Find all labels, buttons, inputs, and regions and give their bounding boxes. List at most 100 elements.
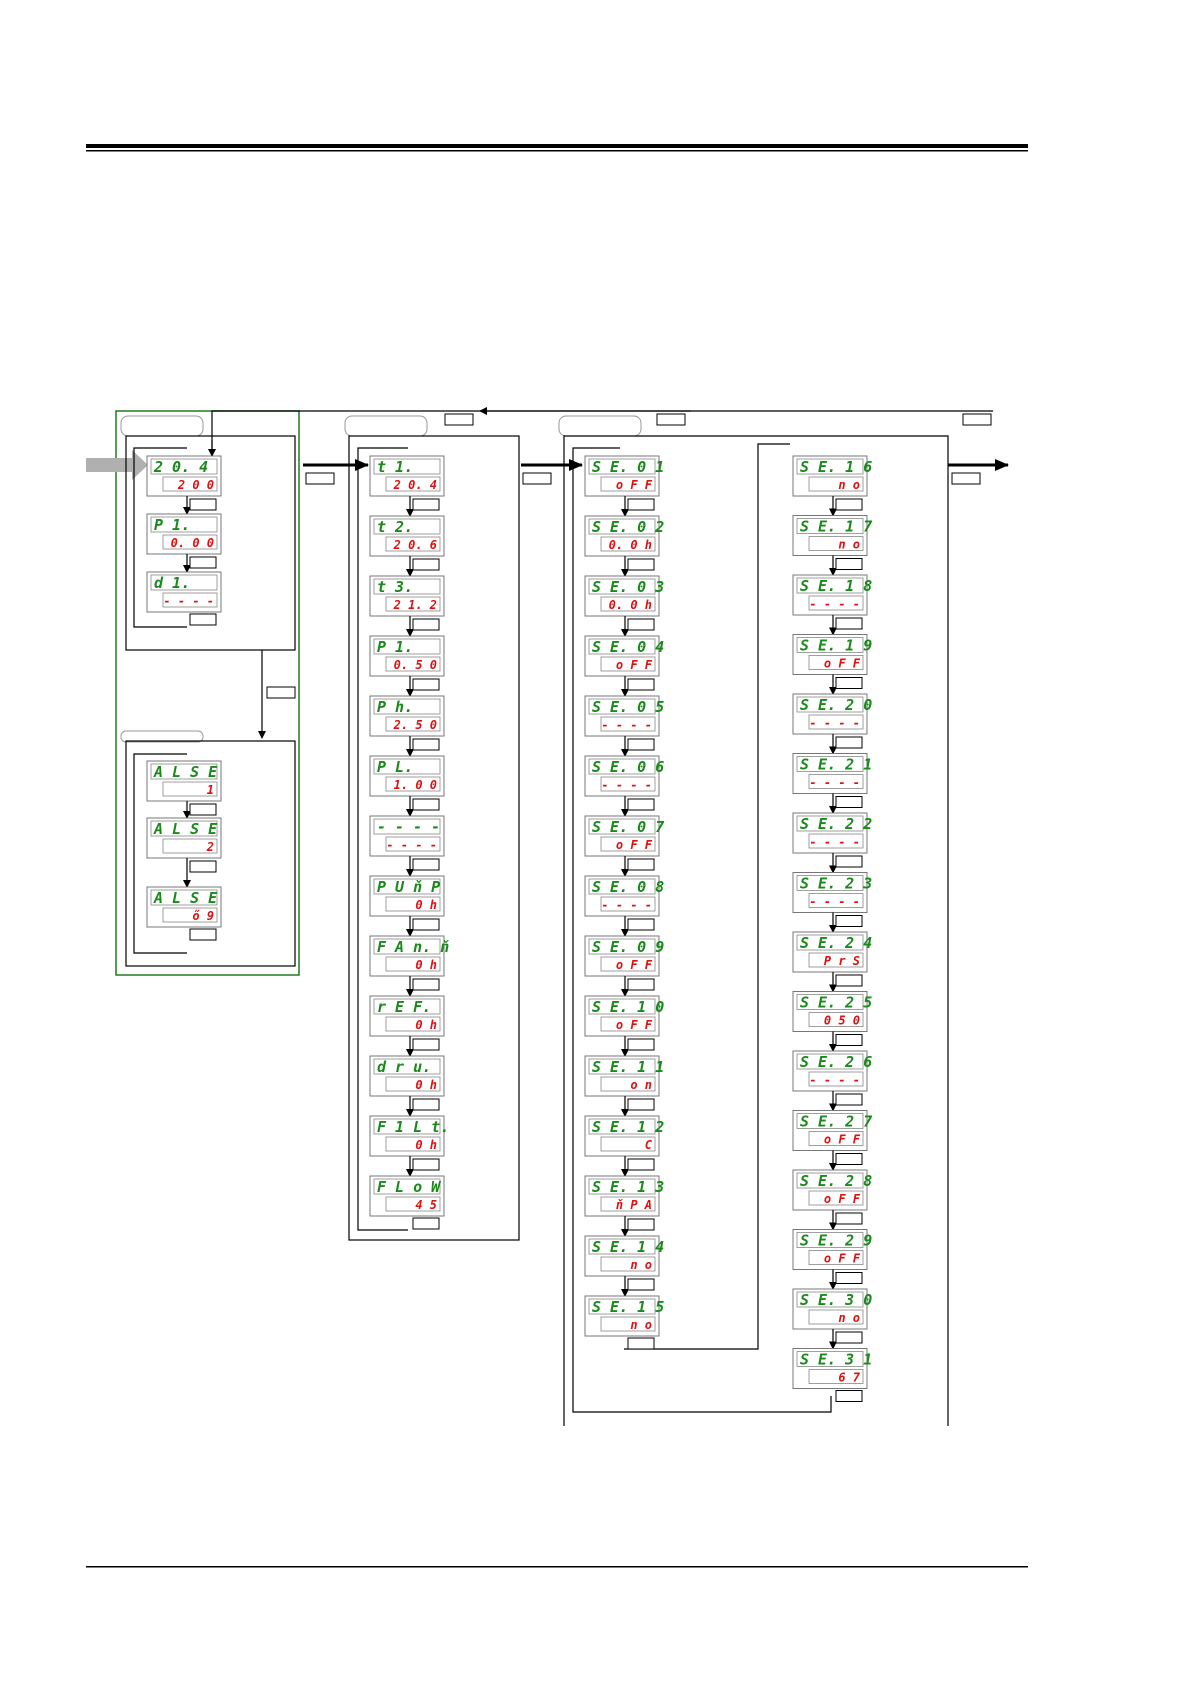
display-top-text: S E. 1 6 [800, 458, 872, 476]
display-top-window [588, 938, 656, 955]
display-panel: A L S Eő 9 [146, 886, 222, 941]
display-top-text: d 1. [154, 574, 190, 592]
display-bottom-text: - - - - [809, 716, 860, 730]
display-bottom-window [162, 476, 218, 492]
display-bottom-window [808, 952, 864, 968]
key-box [627, 798, 655, 811]
tab-label-b [120, 730, 204, 743]
display-bottom-window [808, 893, 864, 908]
display-top-text: S E. 2 1 [800, 756, 872, 774]
key-box [835, 1390, 863, 1402]
display-bottom-window [600, 536, 656, 552]
display-bottom-window [808, 1250, 864, 1265]
display-bottom-text: 4 5 [415, 1198, 437, 1212]
display-bottom-text: 0 h [415, 1018, 437, 1032]
display-top-text: S E. 1 3 [592, 1178, 664, 1196]
display-bottom-window [808, 536, 864, 551]
display-panel: S E. 1 8- - - - [792, 574, 872, 636]
display-top-text: S E. 0 2 [592, 518, 664, 536]
display-bottom-window [600, 716, 656, 732]
display-bottom-text: n o [838, 478, 860, 492]
display-bottom-text: 2 0. 6 [393, 538, 437, 552]
display-bottom-text: ň P A [616, 1198, 652, 1212]
key-box [412, 678, 440, 691]
display-top-text: S E. 2 3 [800, 875, 872, 893]
display-bottom-window [385, 836, 441, 852]
group-e-displays: S E. 1 6n oS E. 1 7n oS E. 1 8- - - -S E… [792, 455, 872, 1402]
key-box [835, 915, 863, 927]
display-top-text: t 2. [377, 518, 413, 536]
display-top-window [150, 889, 218, 906]
display-bottom-window [808, 595, 864, 611]
display-panel: S E. 0 30. 0 h [584, 575, 664, 637]
display-top-text: A L S E [153, 889, 218, 907]
display-top-text: S E. 0 1 [592, 458, 664, 476]
display-top-text: S E. 0 4 [592, 638, 664, 656]
display-top-text: S E. 3 0 [800, 1291, 872, 1309]
display-bottom-text: o F F [824, 657, 861, 671]
key-box [627, 1337, 655, 1350]
display-bottom-text: 2 [206, 840, 214, 854]
display-top-text: S E. 0 7 [592, 818, 664, 836]
display-top-window [796, 994, 864, 1010]
key-box [412, 618, 440, 631]
display-top-text: S E. 2 2 [800, 815, 872, 833]
key-box [189, 613, 217, 626]
display-top-window [150, 516, 218, 533]
group-b-displays: A L S E1A L S E2A L S Eő 9 [146, 760, 222, 941]
display-bottom-window [162, 907, 218, 923]
display-top-window [588, 518, 656, 535]
group-c-displays: t 1.2 0. 4t 2.2 0. 6t 3.2 1. 2P 1.0. 5 0… [369, 455, 449, 1230]
display-top-window [373, 1058, 441, 1075]
display-top-window [373, 818, 441, 835]
display-top-window [588, 638, 656, 655]
display-panel: P U ň P0 h [369, 875, 445, 937]
display-top-text: S E. 2 5 [800, 994, 872, 1012]
display-bottom-window [600, 836, 656, 852]
display-bottom-window [600, 1136, 656, 1152]
display-bottom-window [808, 1131, 864, 1146]
key-box [412, 978, 440, 991]
display-panel: S E. 1 9o F F [792, 634, 872, 695]
monitor-menu-frame [115, 410, 300, 976]
display-panel: t 3.2 1. 2 [369, 575, 445, 637]
key-box [412, 558, 440, 571]
display-panel: P h.2. 5 0 [369, 695, 445, 757]
display-panel: t 2. 2 0. 6 [369, 515, 445, 577]
key-box [627, 738, 655, 751]
display-top-text: A L S E [153, 820, 218, 838]
display-panel: S E. 0 1o F F [584, 455, 664, 517]
display-panel: S E. 1 1o n [584, 1055, 664, 1117]
key-box [412, 498, 440, 511]
display-top-window [796, 577, 864, 594]
group-a-displays: 2 0. 42 0 0P 1.0. 0 0d 1.- - - - [146, 455, 222, 626]
display-top-window [588, 458, 656, 475]
display-bottom-text: n o [838, 1311, 860, 1325]
display-bottom-window [808, 1190, 864, 1206]
display-top-text: S E. 2 9 [800, 1232, 872, 1250]
display-panel: S E. 1 6 n o [792, 455, 872, 517]
display-panel: S E. 2 50 5 0 [792, 991, 872, 1052]
display-panel: 2 0. 42 0 0 [146, 455, 222, 515]
display-bottom-text: o F F [616, 958, 653, 972]
display-panel: A L S E 2 [146, 817, 222, 888]
key-box [189, 928, 217, 941]
key-box [627, 1278, 655, 1291]
key-boxes-transition [305, 472, 981, 485]
display-top-text: S E. 1 8 [800, 577, 872, 595]
display-bottom-window [600, 956, 656, 972]
display-panel: S E. 1 0o F F [584, 995, 664, 1057]
group-c-frame [348, 435, 520, 1241]
display-top-text: d r u. [377, 1058, 431, 1076]
key-box [835, 677, 863, 689]
key-box [835, 974, 863, 987]
display-bottom-window [162, 592, 218, 608]
display-top-text: S E. 1 2 [592, 1118, 664, 1136]
key-box [412, 1158, 440, 1171]
display-top-text: S E. 0 9 [592, 938, 664, 956]
display-bottom-window [808, 714, 864, 730]
display-bottom-text: 1. 0 0 [394, 778, 437, 792]
display-bottom-window [600, 1196, 656, 1212]
group-d-displays: S E. 0 1o F FS E. 0 20. 0 hS E. 0 30. 0 … [584, 455, 664, 1350]
